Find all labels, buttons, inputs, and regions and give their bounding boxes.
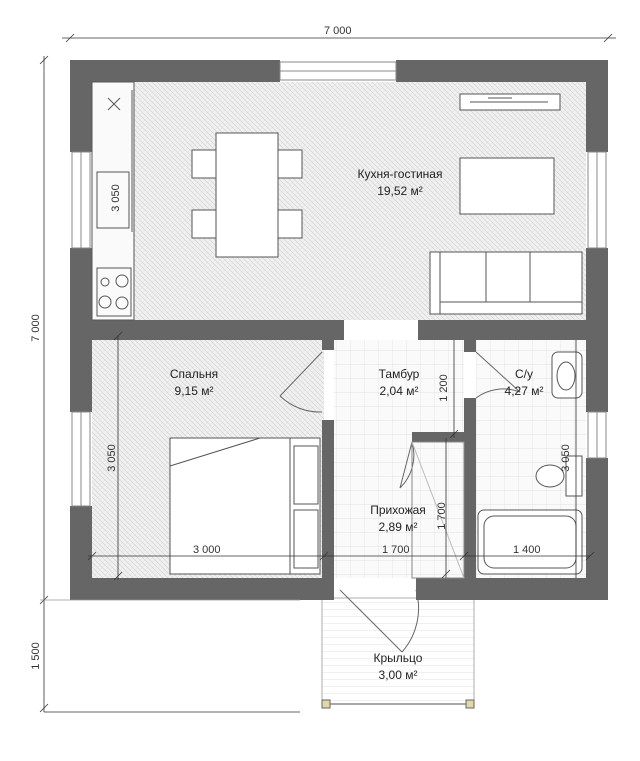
- dim-bath-width: 1 400: [513, 544, 541, 556]
- room-area: 9,15 м²: [174, 384, 214, 398]
- dim-porch-depth: 1 500: [30, 642, 42, 670]
- bed: [169, 437, 321, 575]
- dimension-lines: [39, 33, 616, 713]
- room-label-hallway: Прихожая 2,89 м²: [328, 502, 468, 536]
- room-label-vestibule: Тамбур 2,04 м²: [329, 366, 469, 400]
- doors: [279, 351, 521, 653]
- dim-left-total: 7 000: [30, 314, 42, 342]
- porch-floor: [321, 597, 475, 705]
- room-label-kitchen: Кухня-гостиная 19,52 м²: [330, 166, 470, 200]
- dim-bedroom-width: 3 000: [193, 544, 221, 556]
- dim-kitchen-sink-depth: 3 050: [110, 184, 122, 212]
- walls: [70, 60, 608, 600]
- room-name: Кухня-гостиная: [357, 167, 443, 181]
- room-area: 2,04 м²: [379, 384, 419, 398]
- room-name: Прихожая: [370, 503, 426, 517]
- living-furniture: [429, 93, 583, 315]
- dim-hall-width: 1 700: [382, 544, 410, 556]
- room-label-bathroom: С/у 4,27 м²: [454, 366, 594, 400]
- room-name: Тамбур: [378, 367, 420, 381]
- kitchen-counter: [91, 81, 135, 321]
- bathroom-fixtures: [477, 351, 583, 575]
- porch-post-left: [321, 699, 331, 709]
- windows: [71, 61, 607, 507]
- room-area: 3,00 м²: [378, 668, 418, 682]
- room-area: 19,52 м²: [377, 184, 423, 198]
- room-name: С/у: [515, 367, 533, 381]
- dim-top-total: 7 000: [324, 25, 352, 37]
- room-area: 2,89 м²: [378, 520, 418, 534]
- dim-bath-depth: 3 050: [560, 444, 572, 472]
- room-label-bedroom: Спальня 9,15 м²: [124, 366, 264, 400]
- room-area: 4,27 м²: [504, 384, 544, 398]
- vestibule-floor: [334, 340, 464, 438]
- room-name: Спальня: [169, 367, 219, 381]
- dim-bedroom-depth: 3 050: [106, 444, 118, 472]
- room-name: Крыльцо: [373, 651, 423, 665]
- porch-post-right: [465, 699, 475, 709]
- room-label-porch: Крыльцо 3,00 м²: [328, 650, 468, 684]
- hallway-floor: [334, 438, 464, 578]
- dining-table: [191, 132, 303, 258]
